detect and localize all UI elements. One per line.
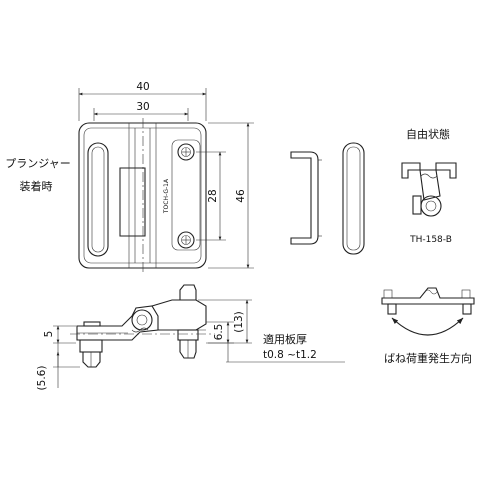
screw-bottom: [177, 231, 195, 249]
label-plate-thickness-title: 適用板厚: [263, 332, 307, 346]
screw-top: [177, 143, 195, 161]
hinge-body-outline: [78, 122, 207, 269]
label-free-state: 自由状態: [406, 127, 450, 141]
dim-side-height: (13): [233, 311, 245, 333]
label-plunger-line1: プランジャー: [5, 157, 70, 170]
hinge-body-inner-edge: [83, 127, 202, 264]
dim-step-height: 6.5: [213, 324, 225, 341]
body-marking: TOCH-G-1A: [163, 178, 170, 214]
dim-hole-pitch-width: 30: [136, 101, 149, 113]
left-slot: [87, 142, 109, 257]
dim-base-height: 5: [43, 331, 55, 338]
label-plate-thickness-range: t0.8 ~t1.2: [263, 349, 317, 361]
dim-overall-height: 46: [235, 189, 247, 203]
center-notch: [119, 167, 146, 237]
label-spring-load-direction: ばね荷重発生方向: [384, 351, 472, 365]
profile-view: 5 (5.6) 6.5 (13): [36, 284, 345, 391]
front-view: TOCH-G-1A 40 30 28 46: [78, 81, 254, 273]
label-model: TH-158-B: [409, 235, 452, 245]
side-view-plate: [342, 142, 365, 255]
free-state-view: [401, 162, 457, 217]
dim-plunger-length: (5.6): [36, 366, 48, 391]
label-plunger-line2: 装着時: [20, 179, 53, 193]
side-view-bracket: [290, 151, 322, 245]
dim-overall-width: 40: [136, 81, 149, 93]
spring-load-view: [381, 287, 475, 336]
dim-hole-pitch-height: 28: [207, 189, 219, 202]
